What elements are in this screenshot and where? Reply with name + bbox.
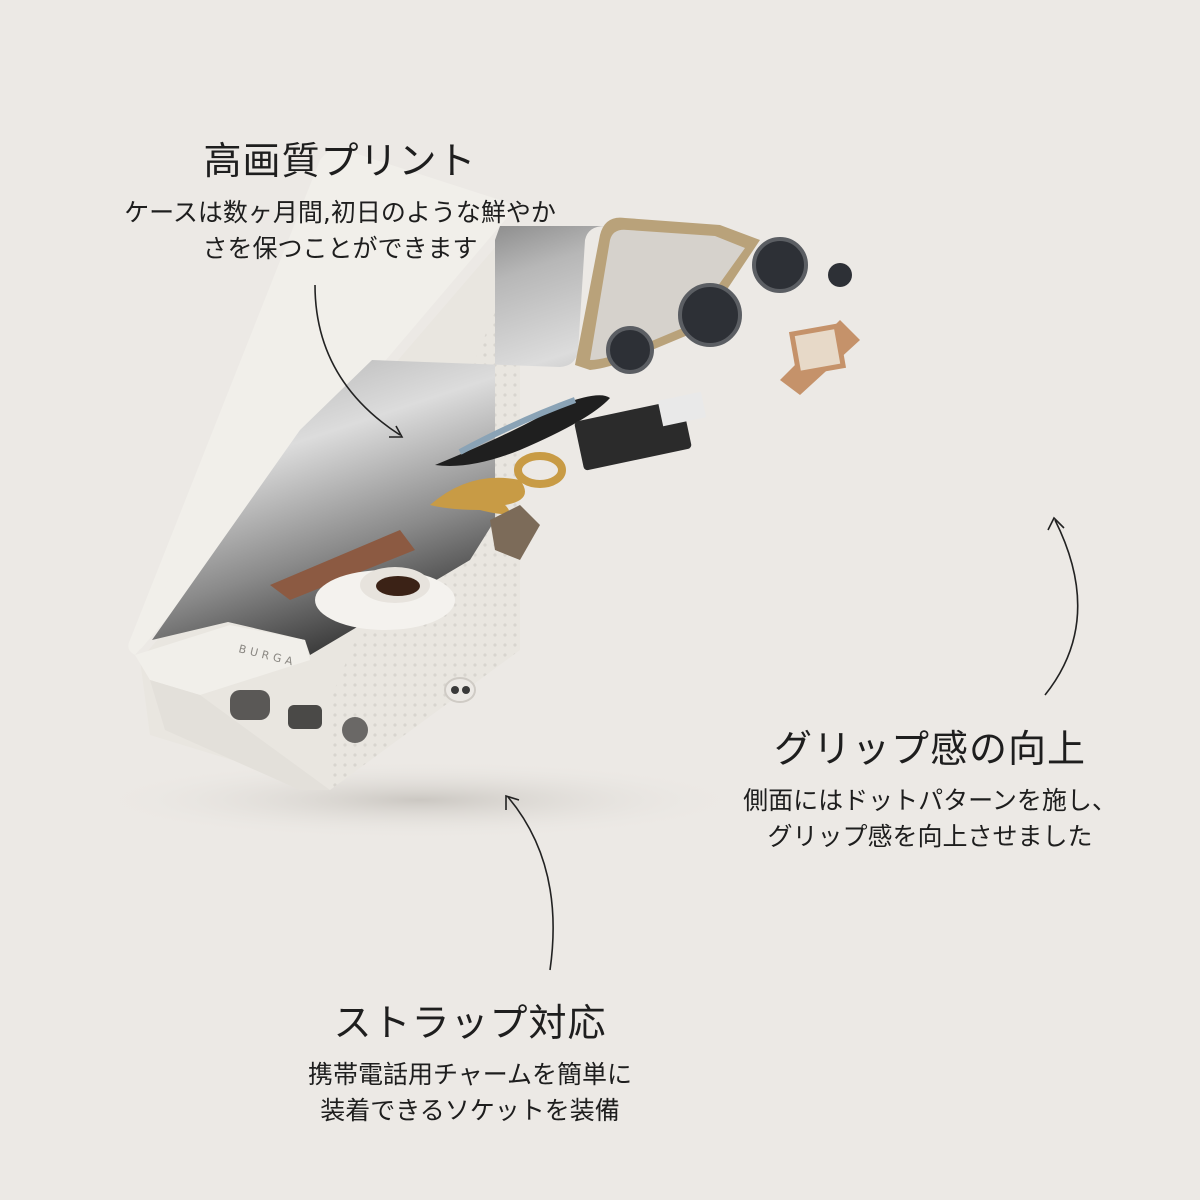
feature-title: ストラップ対応 xyxy=(333,1001,607,1045)
port-cutout-2 xyxy=(288,705,322,729)
camera-lens-2 xyxy=(752,237,808,293)
port-cutout-1 xyxy=(230,690,270,720)
description-line: グリップ感を向上させました xyxy=(767,822,1093,851)
camera-lens-1 xyxy=(678,283,742,347)
arrow-print xyxy=(314,284,401,436)
earrings-motif xyxy=(430,477,525,514)
button-hole xyxy=(444,677,476,703)
description-line: ケースは数ヶ月間,初日のような鮮やか xyxy=(124,198,556,227)
print-motifs xyxy=(270,320,860,630)
description-line: 側面にはドットパターンを施し、 xyxy=(743,786,1117,815)
feature-strap: ストラップ対応 携帯電話用チャームを簡単に 装着できるソケットを装備 xyxy=(230,992,710,1129)
feature-print-quality: 高画質プリント ケースは数ヶ月間,初日のような鮮やか さを保つことができます xyxy=(40,130,640,267)
hair-clip-motif xyxy=(270,530,415,600)
arrow-grip xyxy=(1044,519,1079,696)
description-line: 装着できるソケットを装備 xyxy=(320,1096,620,1125)
arrow-strap xyxy=(507,796,554,971)
description-line: 携帯電話用チャームを簡単に xyxy=(307,1060,632,1089)
shoe-motif xyxy=(435,395,610,466)
description-line: さを保つことができます xyxy=(202,234,478,263)
feature-title: グリップ感の向上 xyxy=(773,727,1086,771)
camera-lens-4 xyxy=(828,263,852,287)
feature-grip: グリップ感の向上 側面にはドットパターンを施し、 グリップ感を向上させました xyxy=(690,718,1170,855)
feature-description: 側面にはドットパターンを施し、 グリップ感を向上させました xyxy=(690,783,1170,855)
camera-lens-3 xyxy=(606,326,654,374)
strap-socket xyxy=(342,717,368,743)
feature-description: ケースは数ヶ月間,初日のような鮮やか さを保つことができます xyxy=(40,195,640,267)
feature-description: 携帯電話用チャームを簡単に 装着できるソケットを装備 xyxy=(230,1057,710,1129)
feature-title: 高画質プリント xyxy=(203,139,477,183)
sunglasses-motif xyxy=(490,505,540,560)
